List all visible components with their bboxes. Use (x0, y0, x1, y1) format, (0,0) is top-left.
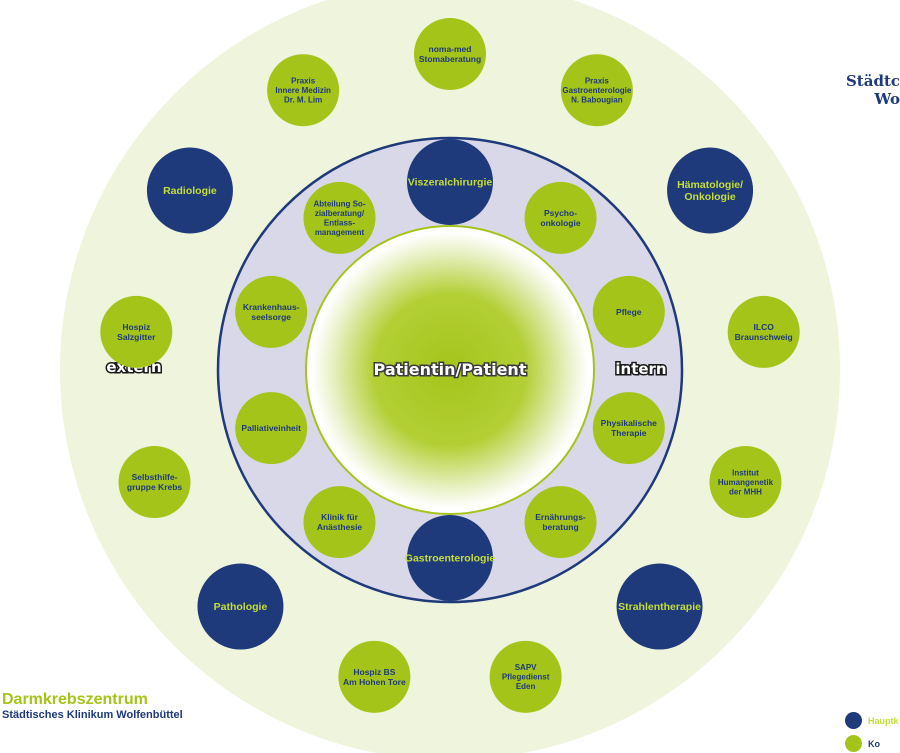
outer-node-radiologie: Radiologie (146, 147, 233, 234)
corner-hospital-text: Städtc Wo (846, 72, 900, 108)
outer-node-circle (267, 54, 340, 127)
inner-node-label: Ernährungs-beratung (535, 512, 586, 532)
outer-node-circle (727, 295, 800, 368)
inner-node-circle (235, 392, 308, 465)
legend: Hauptk Ko (845, 712, 900, 753)
inner-node-label: Palliativeinheit (241, 423, 301, 433)
outer-node-label: Selbsthilfe-gruppe Krebs (127, 472, 183, 492)
center-label: Patientin/Patient (374, 360, 527, 379)
outer-node-circle (709, 446, 782, 519)
outer-node-label: Hämatologie/Onkologie (677, 179, 743, 203)
inner-node-circle (592, 275, 665, 348)
outer-node-circle (338, 640, 411, 713)
inner-node-label: Krankenhaus-seelsorge (243, 302, 300, 322)
inner-node-palliativeinheit: Palliativeinheit (235, 392, 308, 465)
outer-node-hämatologie-onkologie: Hämatologie/Onkologie (667, 147, 754, 234)
outer-node-pathologie: Pathologie (197, 563, 284, 650)
outer-node-label: Strahlentherapie (618, 601, 701, 613)
node-layer: ViszeralchirurgiePsycho-onkologiePflegeP… (100, 18, 800, 713)
inner-node-gastroenterologie: Gastroenterologie (405, 515, 496, 601)
inner-node-psycho-onkologie: Psycho-onkologie (524, 181, 597, 254)
outer-node-circle (146, 147, 233, 234)
outer-node-circle (118, 446, 191, 519)
inner-node-label: Psycho-onkologie (540, 208, 580, 228)
corner-line-2: Wo (874, 90, 900, 108)
outer-node-circle (667, 147, 754, 234)
outer-node-strahlentherapie: Strahlentherapie (616, 563, 703, 650)
inner-node-circle (524, 181, 597, 254)
inner-node-label: Viszeralchirurgie (408, 177, 493, 189)
inner-node-pflege: Pflege (592, 275, 665, 348)
outer-node-selbsthilfe-gruppe-krebs: Selbsthilfe-gruppe Krebs (118, 446, 191, 519)
inner-node-abteilung-so-zialberatung-entlass-management: Abteilung So-zialberatung/Entlass-manage… (303, 181, 376, 254)
inner-node-label: Abteilung So-zialberatung/Entlass-manage… (313, 199, 365, 237)
outer-node-label: Radiologie (163, 185, 217, 197)
outer-node-circle (489, 640, 562, 713)
outer-node-circle (414, 18, 486, 90)
inner-node-circle (592, 392, 665, 465)
inner-node-circle (235, 275, 308, 348)
brand-block: Darmkrebszentrum Städtisches Klinikum Wo… (2, 691, 183, 722)
inner-node-label: Pflege (616, 307, 642, 317)
legend-label-coop: Ko (868, 738, 880, 749)
inner-node-label: Gastroenterologie (405, 553, 496, 565)
outer-node-circle (197, 563, 284, 650)
outer-node-circle (616, 563, 703, 650)
outer-node-circle (560, 54, 633, 127)
outer-node-label: Pathologie (214, 601, 268, 613)
legend-item-main: Hauptk (845, 712, 899, 729)
inner-node-krankenhaus-seelsorge: Krankenhaus-seelsorge (235, 275, 308, 348)
corner-line-1: Städtc (845, 72, 900, 90)
inner-node-circle (303, 181, 376, 254)
brand-title: Darmkrebszentrum (2, 691, 148, 708)
inner-node-ernährungs-beratung: Ernährungs-beratung (524, 486, 597, 559)
legend-dot-navy (845, 712, 862, 729)
intern-label: intern (615, 360, 666, 378)
legend-label-main: Hauptk (868, 715, 899, 726)
legend-dot-lime (845, 735, 862, 752)
inner-node-circle (524, 486, 597, 559)
brand-subtitle: Städtisches Klinikum Wolfenbüttel (2, 709, 183, 721)
inner-node-circle (407, 139, 493, 225)
center-disc (312, 232, 588, 508)
legend-item-coop: Ko (845, 735, 880, 752)
inner-node-circle (407, 515, 493, 601)
outer-node-circle (100, 295, 173, 368)
inner-node-viszeralchirurgie: Viszeralchirurgie (407, 139, 493, 225)
inner-node-circle (303, 486, 376, 559)
